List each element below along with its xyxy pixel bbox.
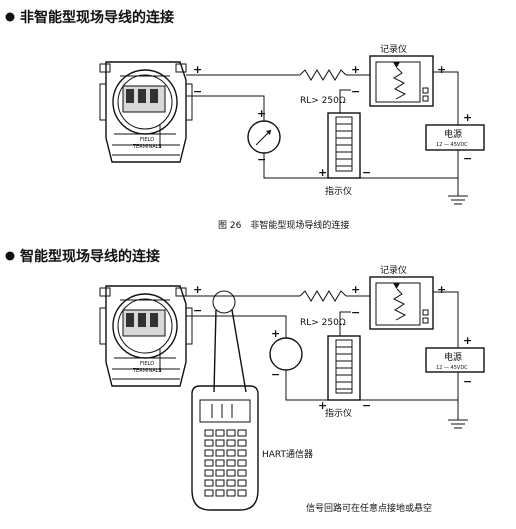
recorder-label-1: 记录仪 — [380, 44, 407, 55]
sign-plus-ps1: + — [463, 111, 472, 124]
sign-minus-tx2: − — [193, 304, 202, 317]
section1-wires — [186, 69, 468, 205]
sign-plus-tx2: + — [193, 283, 202, 296]
sign-minus-ps2: − — [463, 375, 472, 388]
resistor-label-1: RL> 250Ω — [300, 96, 346, 106]
sign-plus-rec2: + — [351, 283, 360, 296]
sign-minus-rec2: − — [351, 306, 360, 319]
sign-plus-amm1: + — [257, 107, 266, 120]
indicator-1 — [327, 112, 361, 179]
sign-minus-tx1: − — [193, 85, 202, 98]
figure-caption: 图 26 非智能型现场导线的连接 — [218, 219, 349, 231]
section2-bullet — [5, 251, 15, 261]
sign-minus-amm1: − — [257, 153, 266, 166]
sign-plus-ps2: + — [463, 334, 472, 347]
terminal-label-3: FIELD — [140, 361, 154, 367]
terminal-label-1: FIELD — [140, 137, 154, 143]
sign-minus-rec1: − — [351, 85, 360, 98]
sign-minus-ps1: − — [463, 152, 472, 165]
sign-plus-ps2-top: + — [437, 283, 446, 296]
recorder-2 — [369, 276, 434, 330]
power-label-1: 电源 — [444, 128, 462, 140]
grounding-note: 信号回路可在任意点接地或悬空 — [306, 502, 432, 514]
transmitter-1: FIELD TERMINALS — [99, 61, 193, 163]
section2-heading: 智能型现场导线的连接 — [19, 248, 160, 265]
sign-minus-amm2: − — [271, 368, 280, 381]
terminal-label-2: TERMINALS — [132, 144, 162, 150]
sign-plus-tx1: + — [193, 63, 202, 76]
sign-plus-ind1: + — [318, 166, 327, 179]
ammeter-1 — [247, 120, 281, 154]
keypad — [204, 429, 247, 497]
sign-plus-rec1: + — [351, 63, 360, 76]
section2-wires — [186, 290, 468, 429]
terminal-label-4: TERMINALS — [132, 368, 162, 374]
section1-heading: 非智能型现场导线的连接 — [20, 9, 174, 26]
communicator-label: HART通信器 — [262, 448, 313, 460]
indicator-label-2: 指示仪 — [325, 407, 352, 419]
sign-minus-ind1: − — [362, 166, 371, 179]
power-label-2: 电源 — [444, 351, 462, 363]
sign-plus-ps1-top: + — [437, 63, 446, 76]
ammeter-2 — [269, 337, 303, 371]
section1-bullet — [5, 12, 15, 22]
sign-plus-ind2: + — [318, 399, 327, 412]
power-voltage-2: 12 — 45VDC — [436, 365, 468, 371]
transmitter-2: FIELD TERMINALS — [99, 285, 193, 387]
indicator-2 — [327, 335, 361, 401]
recorder-1 — [369, 55, 434, 107]
sign-plus-amm2: + — [271, 327, 280, 340]
indicator-label-1: 指示仪 — [325, 185, 352, 197]
power-voltage-1: 12 — 45VDC — [436, 142, 468, 148]
power-supply-1 — [425, 124, 485, 151]
hart-communicator — [191, 385, 259, 511]
recorder-label-2: 记录仪 — [380, 265, 407, 276]
sign-minus-ind2: − — [362, 399, 371, 412]
power-supply-2 — [425, 347, 485, 373]
resistor-label-2: RL> 250Ω — [300, 318, 346, 328]
